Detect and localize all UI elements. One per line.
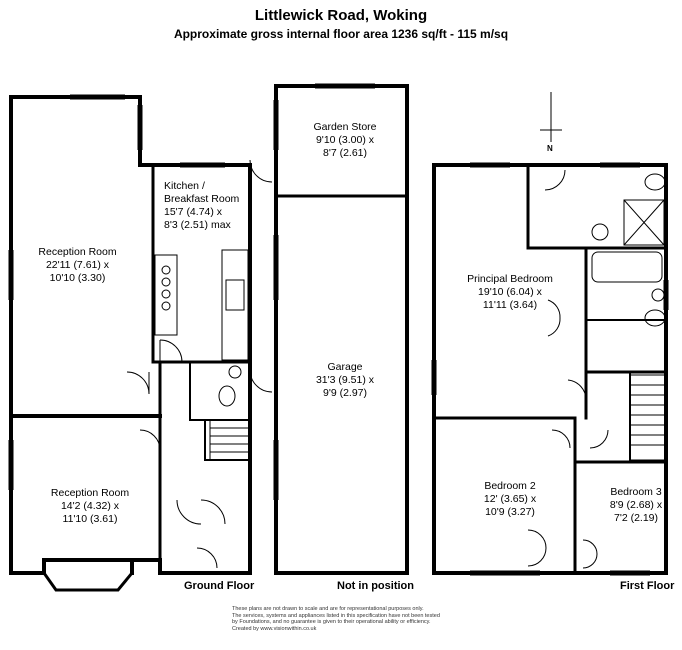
room-dimensions: 12' (3.65) x — [483, 493, 537, 505]
room-garage: Garage 31'3 (9.51) x 9'9 (2.97) — [290, 361, 400, 400]
room-dimensions: 10'9 (3.27) — [485, 506, 535, 518]
stairs — [209, 374, 667, 461]
room-dimensions: 8'7 (2.61) — [322, 147, 368, 159]
garage-outline — [274, 84, 409, 575]
room-dimensions: 8'9 (2.68) x — [609, 499, 663, 511]
room-dimensions: 11'10 (3.61) — [62, 513, 118, 525]
room-name: Bedroom 2 — [484, 480, 536, 492]
room-dimensions: 15'7 (4.74) x — [164, 206, 223, 218]
room-dimensions: 7'2 (2.19) — [613, 512, 659, 524]
disclaimer-line: These plans are not drawn to scale and a… — [232, 606, 424, 612]
plan-title: Littlewick Road, Woking — [254, 7, 428, 24]
room-dimensions: 11'11 (3.64) — [482, 299, 538, 311]
floor-area-subtitle: Approximate gross internal floor area 12… — [173, 27, 509, 41]
room-dimensions: 9'10 (3.00) x — [315, 134, 375, 146]
room-name: Reception Room — [50, 487, 130, 499]
room-reception-2: Reception Room 14'2 (4.32) x 11'10 (3.61… — [30, 487, 150, 526]
ground-floor-label: Ground Floor — [184, 580, 255, 592]
room-name: Garden Store — [313, 121, 377, 133]
room-name: Bedroom 3 — [610, 486, 662, 498]
room-dimensions: 9'9 (2.97) — [322, 387, 368, 399]
room-kitchen: Kitchen / Breakfast Room 15'7 (4.74) x 8… — [158, 180, 259, 232]
disclaimer-line: The services, systems and appliances lis… — [232, 612, 440, 619]
disclaimer: These plans are not drawn to scale and a… — [232, 606, 472, 632]
room-principal-bedroom: Principal Bedroom 19'10 (6.04) x 11'11 (… — [455, 273, 565, 312]
north-arrow-icon — [540, 92, 562, 142]
room-name: Kitchen / — [164, 180, 205, 192]
room-dimensions: 19'10 (6.04) x — [478, 286, 542, 298]
room-reception-1: Reception Room 22'11 (7.61) x 10'10 (3.3… — [20, 246, 135, 285]
room-bedroom-2: Bedroom 2 12' (3.65) x 10'9 (3.27) — [455, 480, 565, 519]
room-dimensions: 8'3 (2.51) max — [164, 219, 231, 231]
room-dimensions: 22'11 (7.61) x — [45, 259, 110, 271]
first-floor-label: First Floor — [620, 580, 675, 592]
room-name: Reception Room — [38, 246, 117, 258]
room-name: Garage — [327, 361, 363, 373]
room-garden-store: Garden Store 9'10 (3.00) x 8'7 (2.61) — [290, 121, 400, 160]
not-in-position-label: Not in position — [337, 580, 414, 592]
disclaimer-line: Created by www.visionwithin.co.uk — [232, 625, 317, 632]
room-dimensions: 14'2 (4.32) x — [60, 500, 120, 512]
room-dimensions: 10'10 (3.30) — [49, 272, 106, 284]
room-dimensions: 31'3 (9.51) x — [315, 374, 375, 386]
first-floor-outline — [432, 163, 668, 575]
disclaimer-line: by Foundations, and no guarantee is give… — [232, 619, 431, 625]
north-label: N — [547, 144, 553, 153]
room-name: Principal Bedroom — [467, 273, 553, 285]
room-bedroom-3: Bedroom 3 8'9 (2.68) x 7'2 (2.19) — [596, 486, 676, 525]
room-name: Breakfast Room — [164, 193, 240, 205]
